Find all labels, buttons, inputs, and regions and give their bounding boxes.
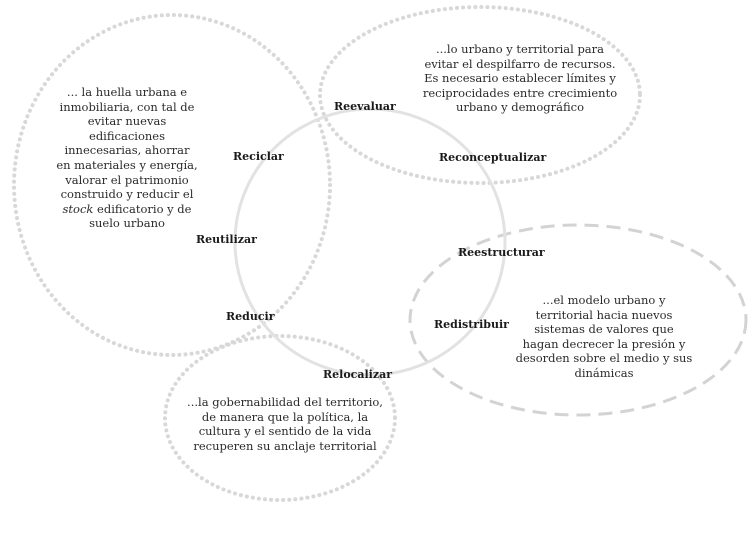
label-reutilizar: Reutilizar [196,233,257,246]
description-line: desorden sobre el medio y sus [515,351,693,366]
description-line: ...la gobernabilidad del territorio, [187,395,383,409]
description-line: cultura y el sentido de la vida [198,424,372,439]
description-line: sistemas de valores que [534,322,674,337]
description-line: urbano y demográfico [455,100,584,115]
description-line: ...el modelo urbano y [542,293,666,307]
description-line: ... la huella urbana e [66,85,188,99]
description-line: suelo urbano [89,216,165,231]
stock-word: stock [62,201,94,216]
description-top-right: ...lo urbano y territorial para evitar e… [405,42,635,115]
description-line: hagan decrecer la presión y [522,336,686,351]
description-line: evitar nuevas [87,114,167,129]
description-line: reciprocidades entre crecimiento [422,85,618,100]
description-line: territorial hacia nuevos [535,307,673,322]
description-line: inmobiliaria, con tal de [59,99,195,114]
description-line: Es necesario establecer límites y [424,71,616,86]
description-line: en materiales y energía, [56,157,198,172]
ellipse-top-right [318,5,642,185]
description-line: dinámicas [574,365,634,380]
ellipse-bottom [163,334,397,502]
label-reestructurar: Reestructurar [458,246,545,259]
description-bottom: ...la gobernabilidad del territorio, de … [175,395,395,453]
label-reciclar: Reciclar [233,150,284,163]
description-right: ...el modelo urbano y territorial hacia … [494,293,714,381]
label-redistribuir: Redistribuir [434,318,509,331]
stock-line-rest: edificatorio y de [93,201,192,216]
label-reevaluar: Reevaluar [334,100,396,113]
label-reducir: Reducir [226,310,275,323]
description-line: valorar el patrimonio [65,172,189,187]
description-line: de manera que la política, la [201,409,369,424]
label-reconceptualizar: Reconceptualizar [439,151,547,164]
description-line: stock edificatorio y de [42,202,212,217]
label-relocalizar: Relocalizar [323,368,393,381]
description-left: ... la huella urbana e inmobiliaria, con… [42,85,212,231]
description-line: edificaciones [89,128,165,143]
ellipse-right [408,223,748,417]
description-line: ...lo urbano y territorial para [435,42,605,56]
description-line: innecesarias, ahorrar [64,143,190,158]
description-line: evitar el despilfarro de recursos. [424,56,616,71]
center-circle [233,107,507,377]
description-line: recuperen su anclaje territorial [193,438,377,453]
description-line: construido y reducir el [60,187,194,202]
ellipse-left [12,13,332,357]
